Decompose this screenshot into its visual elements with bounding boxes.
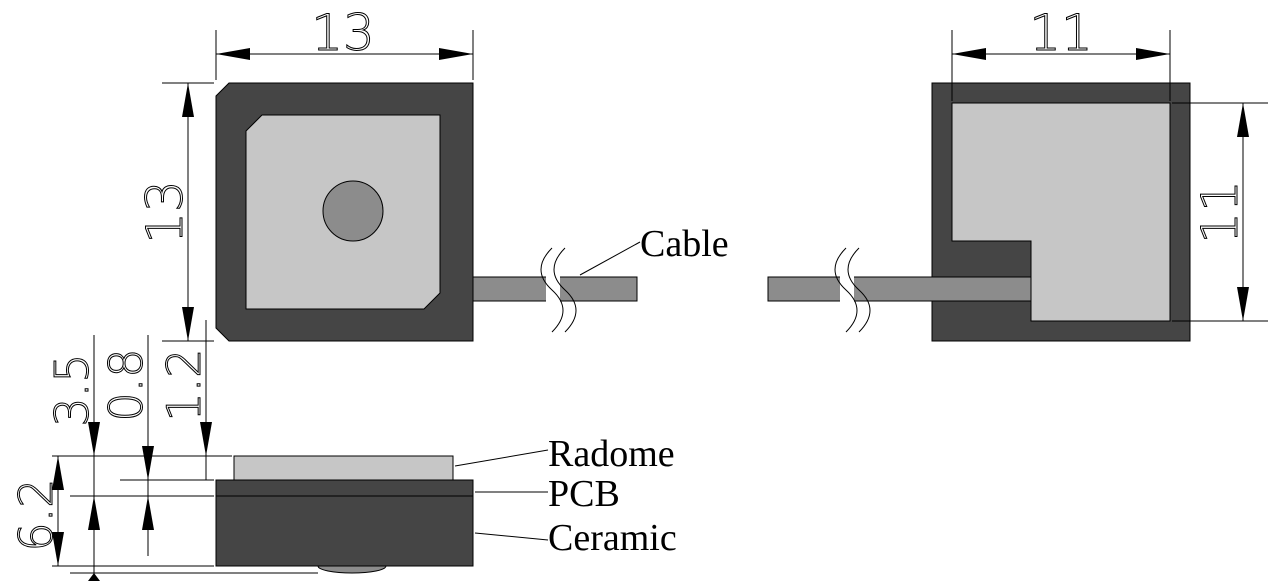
bottom-view-height-dim: 11: [1191, 180, 1249, 244]
top-view-height-dim: 13: [136, 180, 194, 244]
side-dim-3-5: 3.5: [45, 353, 99, 426]
ceramic-layer: [215, 495, 474, 567]
side-dim-1-2: 1.2: [157, 348, 211, 421]
feed-point: [322, 180, 384, 242]
bottom-view-width-dim: 11: [1029, 4, 1093, 62]
bottom-view-pad: [951, 102, 1171, 322]
cable-break-symbol-right: [834, 247, 858, 333]
cable-break-mask-right: [840, 270, 854, 308]
side-dim-0-8: 0.8: [99, 348, 153, 421]
cable-label: Cable: [640, 223, 729, 265]
dim-arrow: [182, 83, 194, 117]
dim-arrow: [1237, 287, 1249, 321]
cable-break-symbol-right-2: [847, 247, 871, 333]
dim-arrow: [1136, 48, 1170, 60]
dim-arrow: [216, 48, 250, 60]
side-view: 3.5 0.8 1.2 6.2 Radome PCB Ceramic: [9, 320, 677, 581]
dim-arrow: [52, 532, 64, 566]
dim-arrow: [52, 456, 64, 490]
radome-label: Radome: [548, 433, 675, 475]
cable-break-mask-left: [546, 270, 560, 308]
cable-right-segment: [767, 276, 1032, 302]
dim-arrow: [88, 496, 100, 530]
ceramic-label: Ceramic: [548, 517, 677, 559]
dim-arrow: [142, 446, 154, 480]
ceramic-leader: [474, 532, 549, 541]
dim-arrow: [1237, 103, 1249, 137]
pcb-layer: [215, 479, 474, 497]
radome-leader: [454, 449, 549, 467]
radome-layer: [233, 455, 454, 481]
side-dim-6-2: 6.2: [9, 478, 63, 551]
dim-arrow: [88, 573, 100, 581]
cable-break-symbol-left: [540, 247, 564, 333]
dim-arrow: [439, 48, 473, 60]
top-view: 13 13 Cable: [136, 4, 729, 342]
cable-leader: [579, 241, 641, 276]
dim-arrow: [182, 307, 194, 341]
dim-arrow: [88, 422, 100, 456]
top-view-width-dim: 13: [311, 4, 375, 62]
pcb-label: PCB: [548, 473, 620, 515]
bottom-view: 11 11: [767, 4, 1268, 342]
dim-arrow: [142, 496, 154, 530]
dim-arrow: [200, 422, 212, 456]
dim-arrow: [952, 48, 986, 60]
cable-break-symbol-left-2: [553, 247, 577, 333]
